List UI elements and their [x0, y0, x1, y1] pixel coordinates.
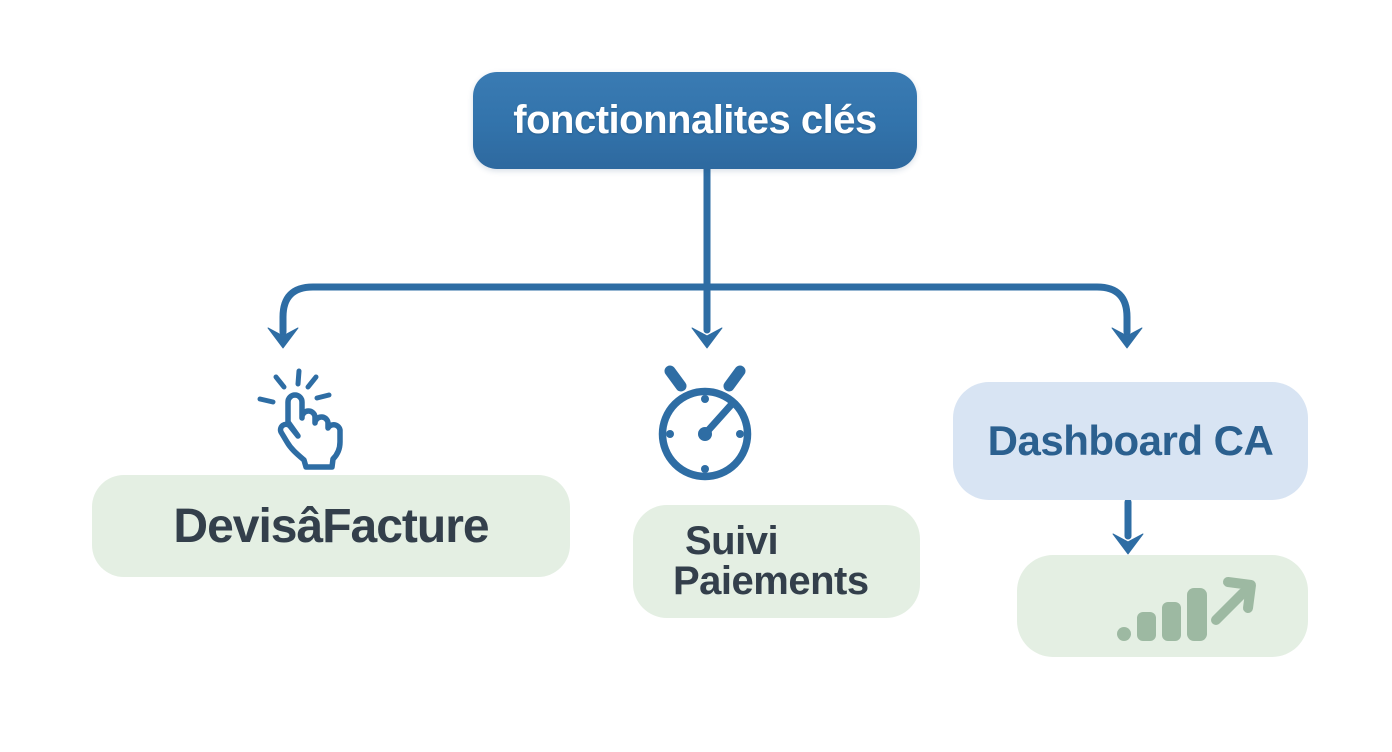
click-ray: [257, 396, 276, 405]
arrowhead-center: [691, 327, 723, 349]
branch-bar-connector-line: [279, 283, 1131, 336]
stopwatch-tick-3: [736, 430, 744, 438]
chart-bar-small: [1137, 612, 1156, 641]
click-ray: [273, 374, 287, 390]
bar-chart-growth-icon: [1117, 577, 1256, 641]
arrowhead-right: [1111, 327, 1143, 349]
dashboard-ca-label: Dashboard CA: [987, 417, 1274, 464]
stopwatch-tick-9: [666, 430, 674, 438]
arrowhead-left: [267, 327, 299, 349]
chart-bar-tall: [1187, 588, 1207, 641]
stopwatch-tick-6: [701, 465, 709, 473]
stopwatch-icon: [658, 365, 752, 481]
stopwatch-hand: [701, 401, 735, 438]
stopwatch-tick-12: [701, 395, 709, 403]
chart-bar-medium: [1162, 602, 1181, 641]
node-devis-facture: DevisâFacture: [92, 475, 570, 577]
hand-outline: [277, 392, 343, 470]
growth-arrow-head: [1223, 577, 1256, 613]
node-dashboard-ca: Dashboard CA: [953, 382, 1308, 500]
stopwatch-face: [658, 387, 752, 481]
stopwatch-bell-left: [664, 365, 687, 392]
devis-facture-label: DevisâFacture: [173, 499, 489, 553]
node-revenue-growth-chart: [1017, 555, 1308, 657]
node-fonctionnalites-cles: fonctionnalites clés: [473, 72, 917, 169]
click-ray: [305, 374, 319, 390]
suivi-label-line2: Paiements: [673, 558, 869, 603]
arrowhead-dashboard-child: [1112, 533, 1144, 555]
click-ray: [314, 392, 332, 401]
click-hand-icon: [257, 368, 343, 470]
click-ray: [295, 368, 302, 387]
root-node-label: fonctionnalites clés: [513, 98, 877, 142]
suivi-label-line1: Suivi: [685, 519, 779, 564]
stopwatch-bell-right: [723, 365, 746, 392]
chart-dot: [1117, 627, 1131, 641]
node-suivi-paiements: Suivi Paiements: [633, 505, 920, 618]
growth-arrow-shaft: [1211, 588, 1248, 625]
